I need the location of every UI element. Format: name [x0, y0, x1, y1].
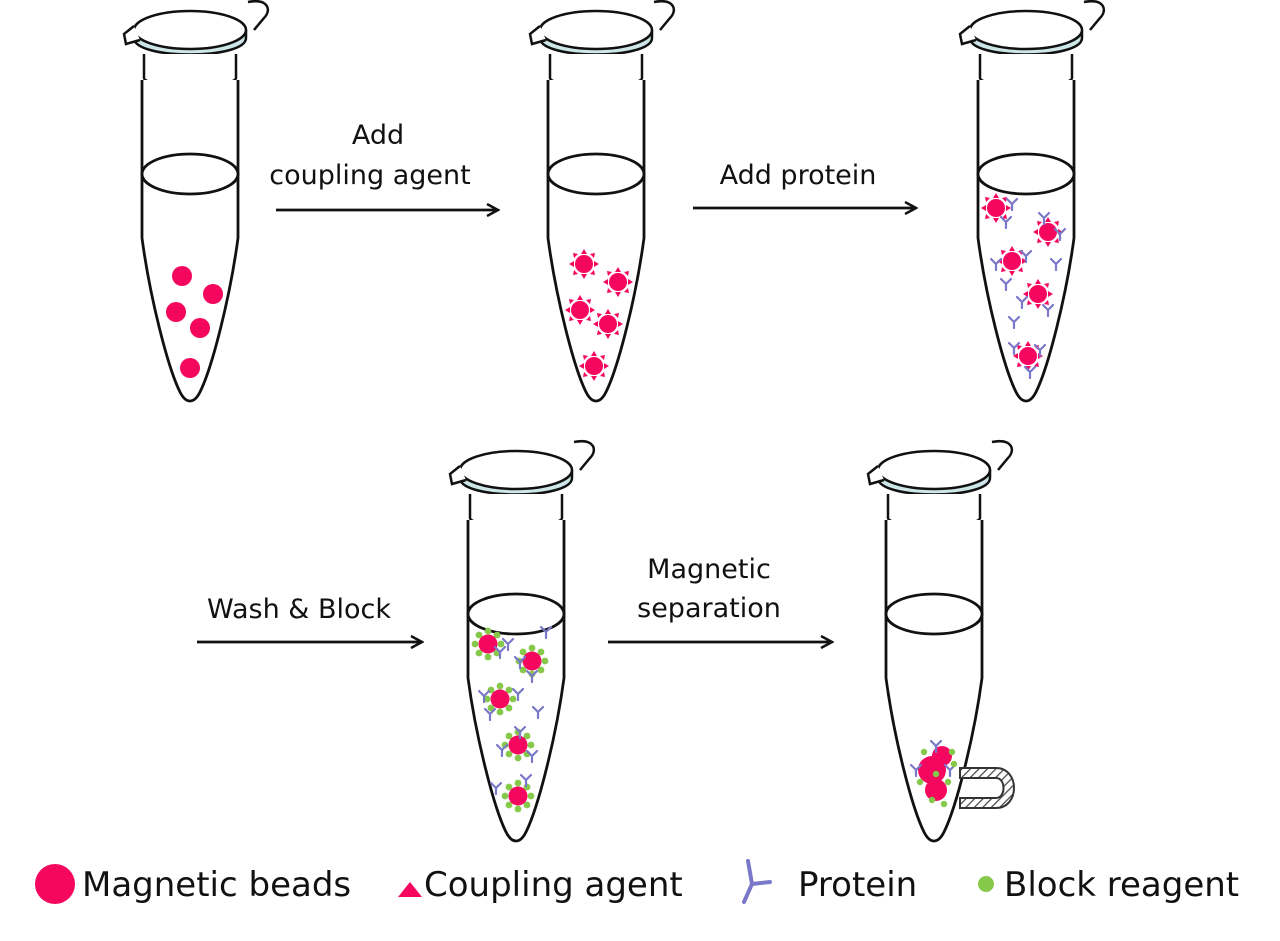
legend-item: Protein — [742, 859, 917, 905]
legend-label: Coupling agent — [424, 865, 683, 905]
step-label-line: Add — [352, 120, 404, 151]
bead-aggregate — [909, 739, 958, 808]
magnetic-beads-tube — [122, 0, 270, 403]
legend-item: Coupling agent — [398, 865, 683, 905]
step-label-line: separation — [637, 593, 781, 624]
step-label-line: coupling agent — [269, 160, 470, 191]
legend-item: Block reagent — [978, 865, 1239, 905]
magnetic-bead-icon — [35, 864, 75, 904]
legend-label: Magnetic beads — [82, 865, 351, 905]
protein-icon — [742, 859, 772, 904]
legend-label: Block reagent — [1004, 865, 1239, 905]
coupling-agent-icon — [398, 882, 422, 897]
step-label-line: Add protein — [720, 160, 877, 191]
step-add-protein: Add protein — [693, 160, 916, 208]
step-label-line: Wash & Block — [207, 594, 391, 625]
step-add-coupling-agent: Add coupling agent — [269, 120, 498, 210]
step-wash-block: Wash & Block — [197, 594, 422, 642]
magnet-icon — [959, 767, 1015, 809]
coupled-beads-tube — [528, 0, 676, 403]
separated-tube — [866, 439, 1015, 843]
blocked-tube — [448, 439, 596, 843]
block-reagent-icon — [978, 876, 994, 892]
step-label-line: Magnetic — [647, 554, 771, 585]
legend: Magnetic beads Coupling agent Protein Bl… — [35, 859, 1239, 905]
step-magnetic-separation: Magnetic separation — [608, 554, 832, 642]
legend-label: Protein — [798, 865, 917, 905]
protein-bound-tube — [958, 0, 1106, 403]
legend-item: Magnetic beads — [35, 864, 351, 905]
